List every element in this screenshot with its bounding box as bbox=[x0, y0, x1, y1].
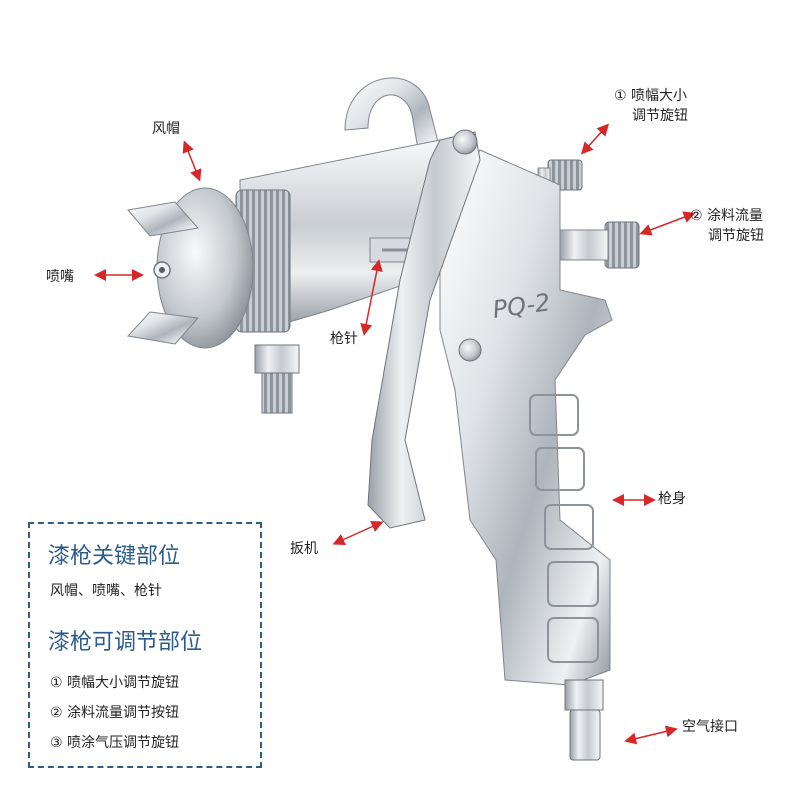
key-parts-title: 漆枪关键部位 bbox=[48, 544, 181, 569]
adjustable-title: 漆枪可调节部位 bbox=[48, 630, 203, 655]
callout-fan-knob-line1: ① 喷幅大小 bbox=[614, 88, 688, 104]
adjustable-item-1: ① 喷幅大小调节旋钮 bbox=[50, 675, 180, 691]
air-inlet-nut bbox=[564, 679, 604, 711]
fluid-knob-stem bbox=[559, 229, 609, 261]
gun-body bbox=[439, 149, 613, 686]
info-box: 漆枪关键部位 风帽、喷嘴、枪针 漆枪可调节部位 ① 喷幅大小调节旋钮 ② 涂料流… bbox=[28, 522, 262, 768]
key-parts-text: 风帽、喷嘴、枪针 bbox=[50, 583, 162, 599]
arrow-fluid-knob bbox=[639, 211, 696, 236]
callout-fan-knob-line2: 调节旋钮 bbox=[632, 108, 688, 124]
callout-arrows bbox=[94, 123, 696, 745]
trigger-pivot bbox=[452, 129, 478, 155]
adjustable-item-2: ② 涂料流量调节按钮 bbox=[50, 705, 180, 721]
fluid-adjust-knob bbox=[604, 221, 640, 269]
callout-fan-knob: ① 喷幅大小 调节旋钮 bbox=[614, 86, 688, 126]
callout-air-cap: 风帽 bbox=[152, 121, 180, 137]
grip-ridges bbox=[529, 394, 599, 663]
callout-fluid-knob-line2: 调节旋钮 bbox=[708, 228, 764, 244]
callout-trigger: 扳机 bbox=[290, 541, 318, 557]
air-cap-horn-bottom bbox=[127, 311, 200, 345]
arrow-air-cap bbox=[182, 140, 202, 182]
nozzle-hole bbox=[159, 267, 165, 273]
callout-air-inlet: 空气接口 bbox=[682, 719, 738, 735]
fluid-fitting-thread bbox=[261, 372, 293, 414]
arrow-trigger bbox=[332, 520, 384, 546]
arrow-needle bbox=[360, 259, 383, 336]
trigger bbox=[367, 131, 481, 529]
callout-needle: 枪针 bbox=[330, 331, 358, 347]
air-inlet-connector bbox=[569, 709, 601, 761]
arrow-fan-knob bbox=[580, 123, 610, 155]
air-cap-horn-top bbox=[127, 201, 199, 237]
body-screw bbox=[458, 338, 482, 362]
callout-fluid-knob: ② 涂料流量 调节旋钮 bbox=[690, 206, 764, 246]
callout-body: 枪身 bbox=[658, 491, 686, 507]
callout-fluid-knob-line1: ② 涂料流量 bbox=[690, 208, 764, 224]
hanger-hook bbox=[344, 77, 441, 161]
callout-nozzle: 喷嘴 bbox=[46, 269, 74, 285]
adjustable-item-3: ③ 喷涂气压调节旋钮 bbox=[50, 735, 180, 751]
arrow-air-inlet bbox=[624, 725, 678, 745]
fluid-fitting-nut bbox=[254, 344, 300, 374]
